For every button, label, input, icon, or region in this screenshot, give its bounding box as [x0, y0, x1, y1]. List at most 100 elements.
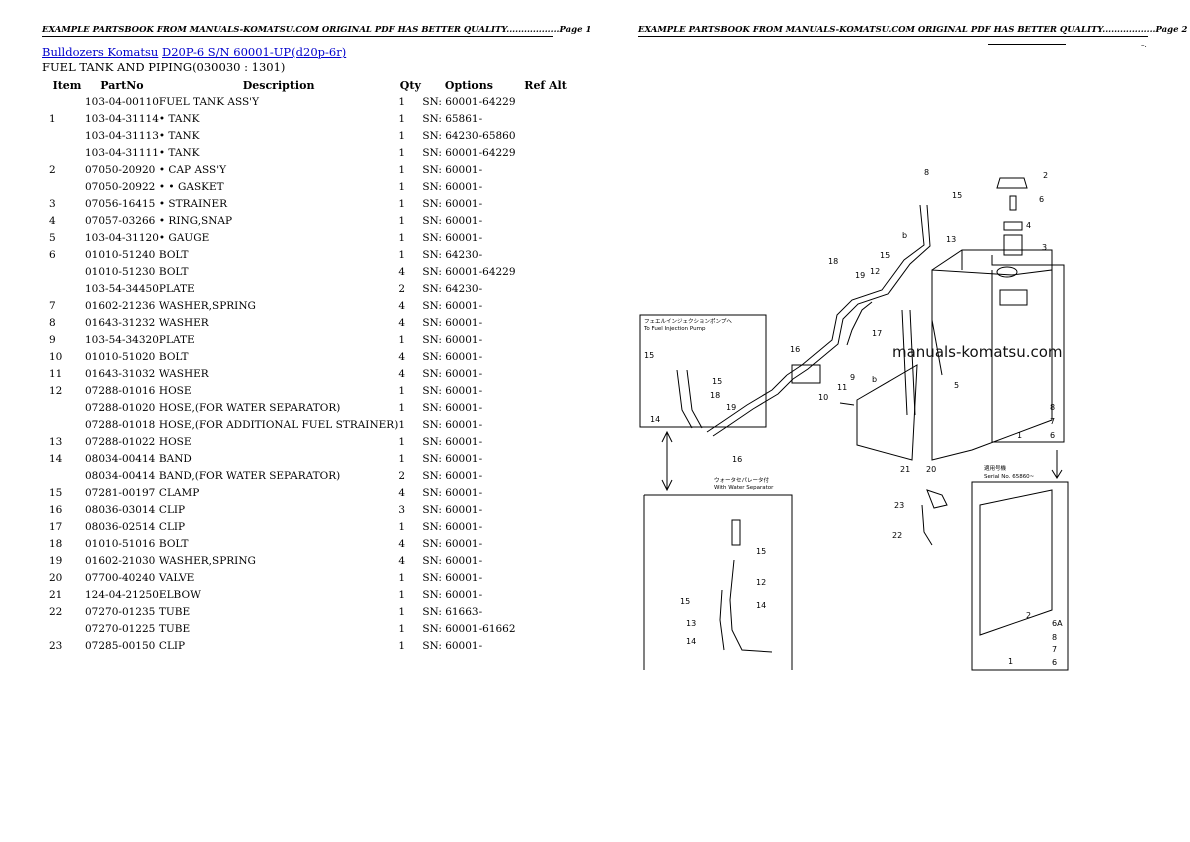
cell-item: 21	[49, 588, 63, 601]
cell-ref-alt	[516, 382, 576, 399]
column-header-ref-alt: Ref Alt	[524, 78, 567, 92]
cell-ref-alt	[516, 178, 576, 195]
cell-options: SN: 61663-	[422, 605, 483, 618]
cell-options: SN: 60001-	[422, 418, 483, 431]
cell-ref-alt	[516, 144, 576, 161]
cell-description: ELBOW	[158, 588, 201, 601]
column-header-description: Description	[242, 78, 315, 92]
cell-description: • TANK	[158, 146, 200, 159]
cell-partno: 07288-01016	[85, 384, 156, 397]
cell-partno: 07288-01018	[85, 418, 156, 431]
cell-qty: 1	[398, 112, 405, 125]
inset-top-title-en: To Fuel Injection Pump	[643, 326, 706, 332]
cell-qty: 1	[398, 231, 405, 244]
cell-qty: 1	[398, 520, 405, 533]
svg-text:3: 3	[1042, 243, 1047, 252]
cell-partno: 103-54-34320	[85, 333, 159, 346]
svg-text:7: 7	[1052, 645, 1057, 654]
cell-description: BAND,(FOR WATER SEPARATOR)	[158, 469, 341, 482]
cell-partno: 08034-00414	[85, 452, 156, 465]
cell-item: 3	[49, 197, 56, 210]
cell-partno: 01602-21236	[85, 299, 156, 312]
cell-options: SN: 60001-64229	[422, 146, 516, 159]
column-header-qty: Qty	[399, 78, 421, 92]
cell-qty: 4	[398, 367, 405, 380]
cell-item	[42, 127, 85, 144]
cell-qty: 4	[398, 299, 405, 312]
svg-text:16: 16	[790, 345, 800, 354]
cell-partno: 01643-31232	[85, 316, 156, 329]
cell-partno: 07700-40240	[85, 571, 156, 584]
cell-options: SN: 65861-	[422, 112, 483, 125]
svg-text:13: 13	[946, 235, 956, 244]
cell-options: SN: 60001-	[422, 639, 483, 652]
cell-qty: 4	[398, 316, 405, 329]
cell-partno: 07270-01225	[85, 622, 156, 635]
svg-text:22: 22	[892, 531, 902, 540]
breadcrumb: Bulldozers Komatsu D20P-6 S/N 60001-UP(d…	[42, 45, 346, 59]
cell-ref-alt	[516, 195, 576, 212]
cell-partno: 103-04-31114	[85, 112, 159, 125]
cell-qty: 1	[398, 95, 405, 108]
page-2-header: EXAMPLE PARTSBOOK FROM MANUALS-KOMATSU.C…	[638, 25, 1188, 37]
cell-ref-alt	[516, 450, 576, 467]
cell-partno: 07288-01022	[85, 435, 156, 448]
cell-qty: 1	[398, 639, 405, 652]
cell-qty: 4	[398, 486, 405, 499]
cell-partno: 103-04-31111	[85, 146, 159, 159]
cell-qty: 1	[398, 588, 405, 601]
cell-ref-alt	[516, 399, 576, 416]
cell-qty: 4	[398, 554, 405, 567]
cell-partno: 103-04-31113	[85, 129, 159, 142]
svg-text:15: 15	[880, 251, 890, 260]
cell-options: SN: 60001-	[422, 554, 483, 567]
cell-ref-alt	[516, 127, 576, 144]
cell-options: SN: 60001-	[422, 214, 483, 227]
cell-item: 23	[49, 639, 63, 652]
cell-item	[42, 144, 85, 161]
breadcrumb-link-model[interactable]: D20P-6 S/N 60001-UP(d20p-6r)	[161, 45, 347, 59]
cell-options: SN: 60001-	[422, 537, 483, 550]
cell-description: BOLT	[158, 537, 189, 550]
svg-text:7: 7	[1050, 417, 1055, 426]
cell-description: WASHER	[158, 367, 209, 380]
cell-partno: 07050-20922	[85, 180, 156, 193]
cell-ref-alt	[516, 433, 576, 450]
cell-item	[42, 263, 85, 280]
cell-description: HOSE,(FOR WATER SEPARATOR)	[158, 401, 341, 414]
cell-partno: 103-04-00110	[85, 95, 159, 108]
cell-qty: 2	[398, 282, 405, 295]
cell-description: CLIP	[158, 639, 186, 652]
cell-qty: 1	[398, 146, 405, 159]
breadcrumb-link-bulldozers[interactable]: Bulldozers Komatsu	[42, 45, 159, 59]
cell-options: SN: 60001-	[422, 401, 483, 414]
cell-item: 10	[49, 350, 63, 363]
cell-qty: 1	[398, 435, 405, 448]
cell-ref-alt	[516, 569, 576, 586]
cell-qty: 1	[398, 248, 405, 261]
cell-qty: 1	[398, 571, 405, 584]
svg-text:2: 2	[1043, 171, 1048, 180]
svg-text:18: 18	[710, 391, 720, 400]
cell-qty: 1	[398, 214, 405, 227]
cell-item: 7	[49, 299, 56, 312]
table-header-row: Item PartNo Description Qty Options Ref …	[42, 77, 576, 93]
cell-ref-alt	[516, 314, 576, 331]
svg-text:20: 20	[926, 465, 936, 474]
svg-text:17: 17	[872, 329, 882, 338]
cell-options: SN: 60001-	[422, 350, 483, 363]
cell-description: • CAP ASS'Y	[158, 163, 227, 176]
cell-ref-alt	[516, 161, 576, 178]
svg-text:13: 13	[686, 619, 696, 628]
